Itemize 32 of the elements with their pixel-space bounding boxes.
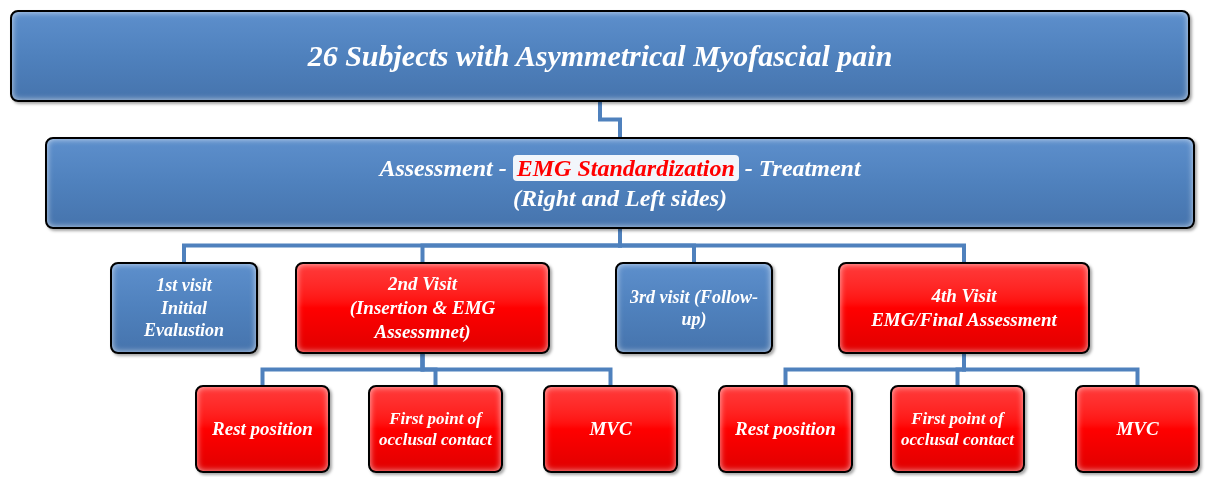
measure-box <box>368 385 503 473</box>
measure-box <box>890 385 1025 473</box>
measure-box <box>718 385 853 473</box>
box-text: MVC <box>589 417 632 441</box>
connector-line <box>598 102 622 137</box>
visit-box <box>110 262 258 354</box>
connector-line <box>420 354 613 385</box>
box-text: Rest position <box>735 417 836 441</box>
box-text: (Right and Left sides) <box>513 184 727 213</box>
box-text: Initial Evalustion <box>143 296 225 342</box>
measure-box <box>195 385 330 473</box>
box-text: MVC <box>1116 417 1159 441</box>
visit-box <box>295 262 550 354</box>
measure-box <box>543 385 678 473</box>
box-text: 1st visit <box>156 274 212 297</box>
box-text: First point of occlusal contact <box>900 407 1015 451</box>
box-text: 26 Subjects with Asymmetrical Myofascial pain <box>307 38 893 75</box>
connector-line <box>618 229 966 262</box>
connector-line <box>962 354 1140 385</box>
box-text: 2nd Visit <box>387 272 458 297</box>
measure-box <box>1075 385 1200 473</box>
box-text: (Insertion & EMG Assessmnet) <box>348 296 497 344</box>
box-text: Rest position <box>212 417 313 441</box>
box-text: Assessment - EMG Standardization - Treatment <box>379 154 861 183</box>
visit-box <box>838 262 1090 354</box>
process-box <box>45 137 1195 229</box>
title-box <box>10 10 1190 102</box>
box-text: 3rd visit (Follow-up) <box>629 285 759 331</box>
box-text: 4th Visit <box>931 284 997 308</box>
box-text: EMG/Final Assessment <box>871 308 1057 332</box>
box-text: First point of occlusal contact <box>378 407 493 451</box>
visit-box <box>615 262 773 354</box>
